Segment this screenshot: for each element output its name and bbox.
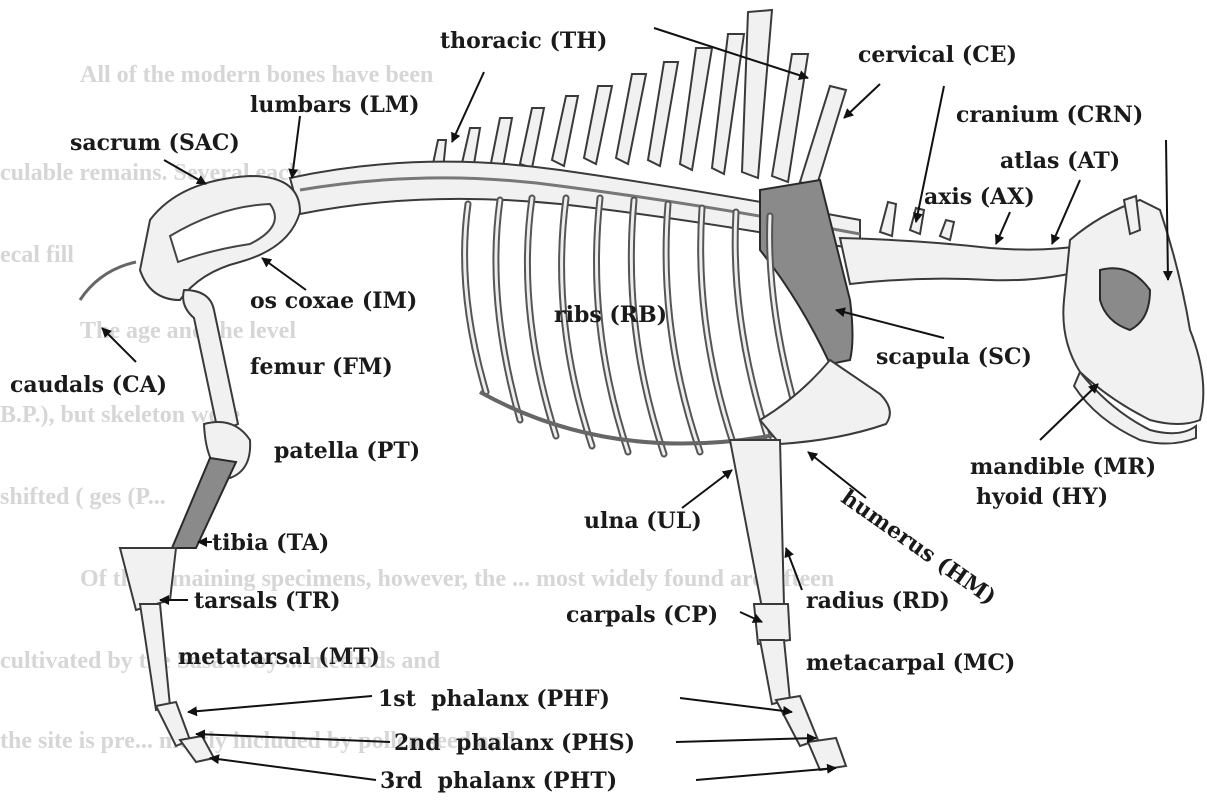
- label-femur: femur (FM): [250, 356, 393, 378]
- label-sacrum: sacrum (SAC): [70, 132, 240, 154]
- label-axis: axis (AX): [924, 186, 1035, 208]
- label-scapula: scapula (SC): [876, 346, 1032, 368]
- radius-ulna-bone: [730, 440, 784, 608]
- femur-bone: [183, 290, 238, 432]
- cervical-vertebrae: [840, 238, 1086, 284]
- label-cervical: cervical (CE): [858, 44, 1017, 66]
- metacarpal-bone: [760, 640, 790, 704]
- label-thoracic: thoracic (TH): [440, 30, 607, 52]
- label-ulna: ulna (UL): [584, 510, 702, 532]
- label-metatarsal: metatarsal (MT): [178, 646, 380, 668]
- label-tarsals: tarsals (TR): [194, 590, 341, 612]
- label-tibia: tibia (TA): [212, 532, 329, 554]
- label-ribs: ribs (RB): [554, 304, 667, 326]
- label-metacarpal: metacarpal (MC): [806, 652, 1015, 674]
- label-1st-phalanx: 1st phalanx (PHF): [378, 688, 610, 710]
- label-lumbars: lumbars (LM): [250, 94, 420, 116]
- label-carpals: carpals (CP): [566, 604, 718, 626]
- metatarsal-bone: [140, 604, 170, 710]
- label-os-coxae: os coxae (IM): [250, 290, 417, 312]
- tail-bone: [80, 262, 136, 300]
- label-radius: radius (RD): [806, 590, 950, 612]
- label-2nd-phalanx: 2nd phalanx (PHS): [394, 732, 635, 754]
- label-cranium: cranium (CRN): [956, 104, 1143, 126]
- humerus-bone: [760, 360, 890, 444]
- label-patella: patella (PT): [274, 440, 420, 462]
- label-3rd-phalanx: 3rd phalanx (PHT): [380, 770, 617, 792]
- label-atlas: atlas (AT): [1000, 150, 1120, 172]
- label-mandible: mandible (MR): [970, 456, 1156, 478]
- label-caudals: caudals (CA): [10, 374, 167, 396]
- label-hyoid: hyoid (HY): [976, 486, 1108, 508]
